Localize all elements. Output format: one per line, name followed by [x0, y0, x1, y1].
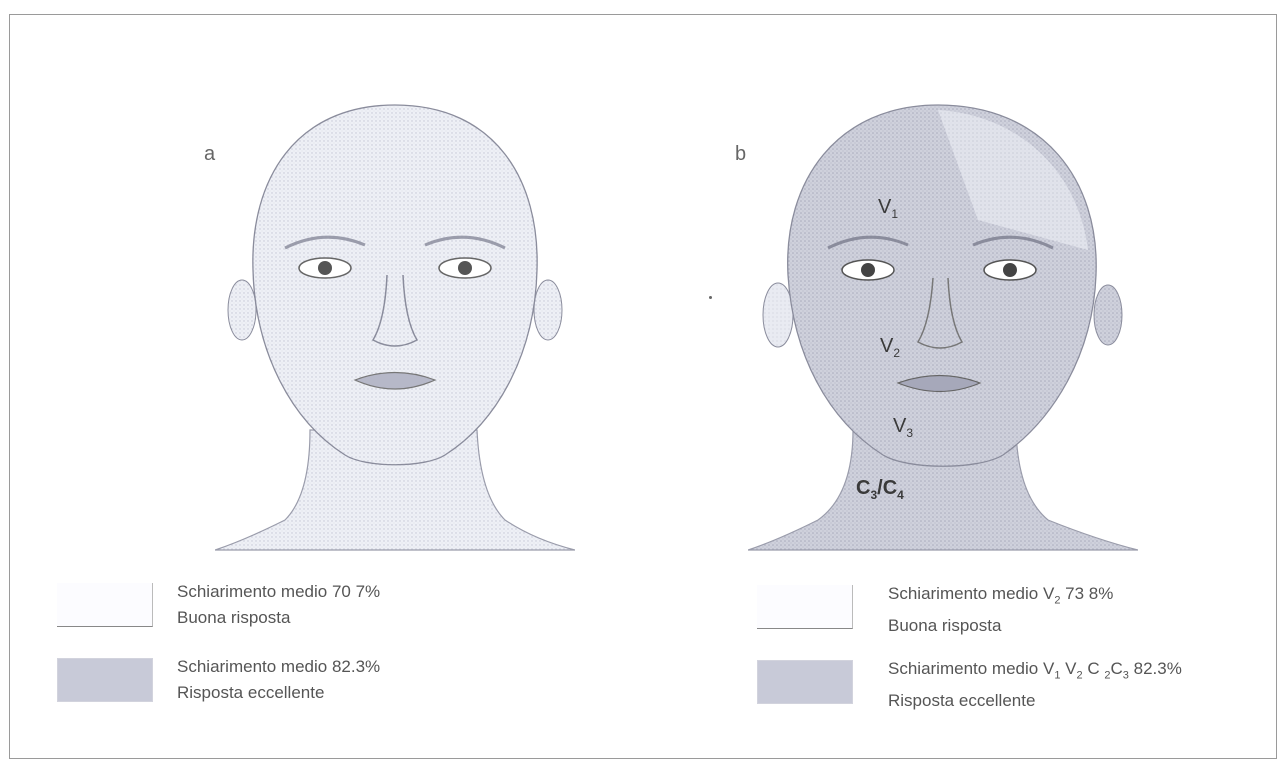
legend-text-excellent-b: Schiarimento medio V1 V2 C 2C3 82.3% Ris…: [888, 656, 1182, 714]
dermatome-label-v1: V1: [878, 196, 898, 221]
legend-swatch-good-a: [57, 583, 153, 627]
legend-swatch-excellent-b: [757, 660, 853, 704]
panel-label-a: a: [204, 143, 215, 166]
dermatome-label-c3c4: C3/C4: [856, 477, 904, 502]
legend-text-good-b: Schiarimento medio V2 73 8% Buona rispos…: [888, 581, 1113, 639]
panel-label-b: b: [735, 143, 746, 166]
face-illustration-a: [215, 100, 575, 555]
dermatome-label-v3: V3: [893, 415, 913, 440]
face-illustration-b: [748, 100, 1138, 555]
legend-text-good-a: Schiarimento medio 70 7% Buona risposta: [177, 579, 380, 631]
legend-swatch-excellent-a: [57, 658, 153, 702]
legend-swatch-good-b: [757, 585, 853, 629]
stray-dot: [709, 296, 712, 299]
legend-text-excellent-a: Schiarimento medio 82.3% Risposta eccell…: [177, 654, 380, 706]
dermatome-label-v2: V2: [880, 335, 900, 360]
